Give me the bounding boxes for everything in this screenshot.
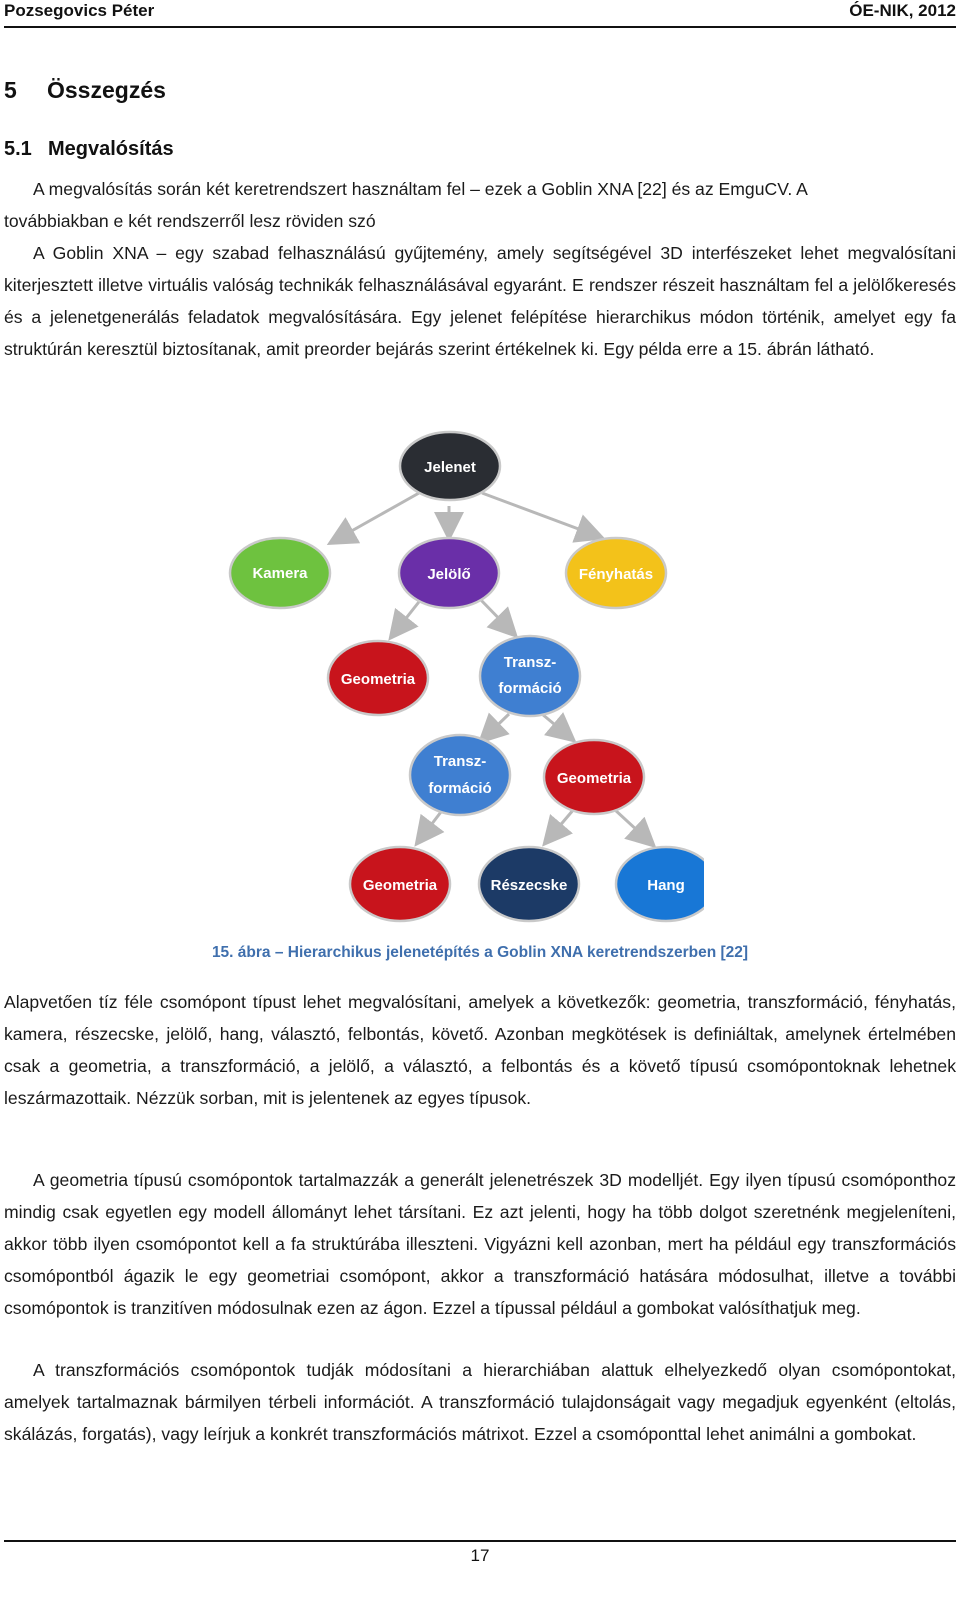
node-trans2: Transz- formáció <box>408 733 512 817</box>
node-sound-shape <box>614 845 704 923</box>
node-geom2-shape <box>542 738 646 816</box>
figure-caption: 15. ábra – Hierarchikus jelenetépítés a … <box>211 944 749 961</box>
node-trans1-shape <box>478 634 582 718</box>
edge-root-camera <box>326 491 420 545</box>
node-geom1: Geometria <box>326 639 430 717</box>
node-sound-label: Hang <box>647 877 685 894</box>
node-geom2-label: Geometria <box>557 770 632 787</box>
chapter-number: 5 <box>4 77 17 103</box>
node-root: Jelenet <box>398 430 502 502</box>
node-geom3-label: Geometria <box>363 877 438 894</box>
node-particle-shape <box>477 845 581 923</box>
node-camera-shape <box>228 536 332 610</box>
node-light-label: Fényhatás <box>579 566 653 583</box>
node-sound: Hang <box>614 845 704 923</box>
header-institution: ÓE-NIK, 2012 <box>849 1 956 20</box>
paragraph-intro-line-2: továbbiakban e két rendszerről lesz rövi… <box>4 211 376 231</box>
header-author: Pozsegovics Péter <box>4 1 155 20</box>
node-geom1-label: Geometria <box>341 671 416 688</box>
node-particle: Részecske <box>477 845 581 923</box>
edge-trans2-geom3 <box>414 807 446 847</box>
node-light: Fényhatás <box>564 536 668 610</box>
node-marker-shape <box>397 536 501 610</box>
node-trans1-label-2: formáció <box>498 680 561 697</box>
edge-trans1-trans2 <box>477 712 511 745</box>
paragraph-goblin-xna: A Goblin XNA – egy szabad felhasználású … <box>4 243 956 359</box>
node-trans2-label-1: Transz- <box>434 753 487 770</box>
paragraph-geometry: A geometria típusú csomópontok tartalmaz… <box>4 1170 956 1318</box>
footer-divider <box>4 1540 956 1542</box>
node-trans1: Transz- formáció <box>478 634 582 718</box>
chapter-title: Összegzés <box>47 77 166 103</box>
node-root-shape <box>398 430 502 502</box>
paragraph-intro: A megvalósítás során két keretrendszert … <box>4 173 956 237</box>
node-trans2-label-2: formáció <box>428 780 491 797</box>
page-number: 17 <box>470 1546 490 1565</box>
edge-geom2-sound <box>612 807 657 849</box>
paragraph-transformation: A transzformációs csomópontok tudják mód… <box>4 1360 956 1444</box>
node-root-label: Jelenet <box>424 459 476 476</box>
node-marker: Jelölő <box>397 536 501 610</box>
node-camera: Kamera <box>228 536 332 610</box>
section-number: 5.1 <box>4 138 32 160</box>
node-marker-label: Jelölő <box>427 566 470 583</box>
node-geom1-shape <box>326 639 430 717</box>
section-heading: 5.1 Megvalósítás <box>4 138 174 161</box>
node-trans1-label-1: Transz- <box>504 654 557 671</box>
scene-hierarchy-diagram: Jelenet Kamera Jelölő Fényhatás Geometri… <box>228 430 704 923</box>
edge-trans1-geom2 <box>541 712 577 743</box>
node-geom3: Geometria <box>348 845 452 923</box>
edge-marker-geom1 <box>388 597 424 641</box>
node-camera-label: Kamera <box>252 565 308 582</box>
node-geom3-shape <box>348 845 452 923</box>
chapter-heading: 5 Összegzés <box>4 77 166 104</box>
node-light-shape <box>564 536 668 610</box>
edge-geom2-particle <box>542 808 576 847</box>
node-particle-label: Részecske <box>491 877 568 894</box>
edge-root-light <box>481 491 606 543</box>
node-trans2-shape <box>408 733 512 817</box>
paragraph-node-types: Alapvetően tíz féle csomópont típust leh… <box>4 992 956 1108</box>
node-geom2: Geometria <box>542 738 646 816</box>
edge-marker-trans1 <box>477 596 519 639</box>
page-header: Pozsegovics Péter ÓE-NIK, 2012 <box>4 0 956 28</box>
section-title: Megvalósítás <box>48 138 174 160</box>
paragraph-intro-line-1: A megvalósítás során két keretrendszert … <box>33 179 808 199</box>
